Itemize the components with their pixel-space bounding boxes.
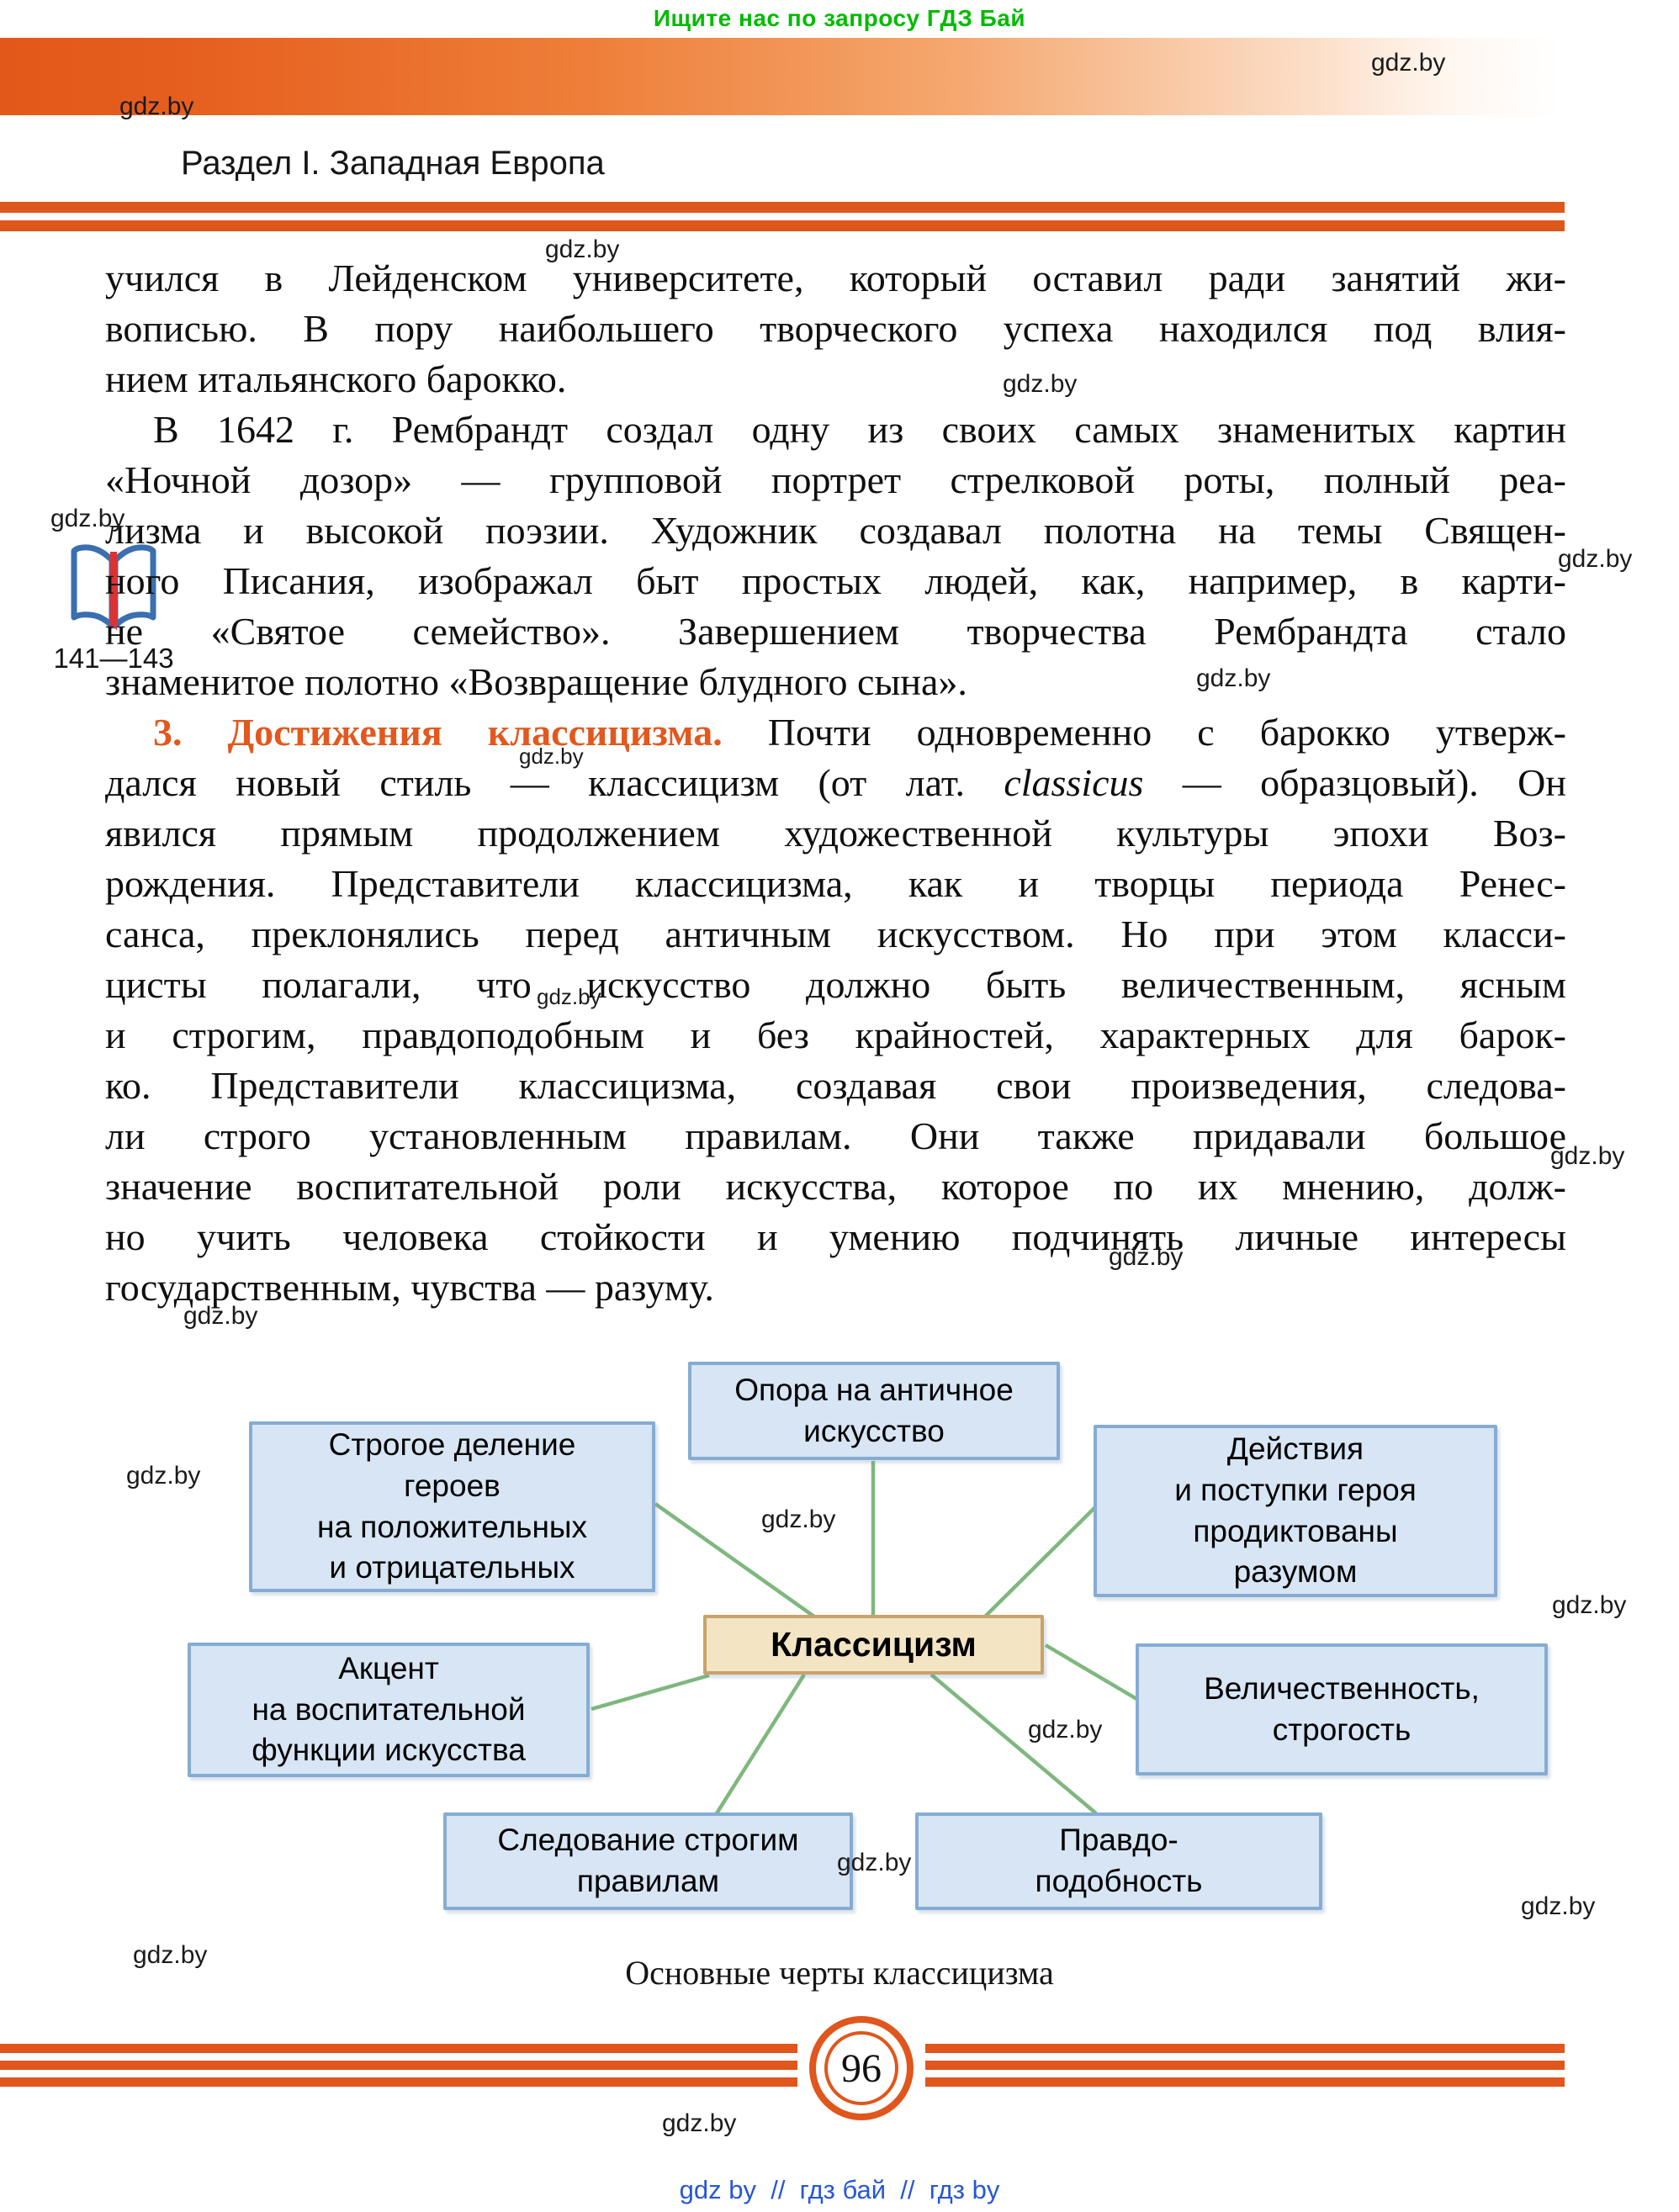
body-line: нием итальянского барокко. [105,357,567,400]
body-line: вописью. В пору наибольшего творческого … [105,307,1566,350]
body-line: учился в Лейденском университете, которы… [105,257,1566,299]
gdz-watermark: gdz.by [126,1462,201,1490]
diagram-box-antique-art-label: Опора на античное искусство [734,1372,1014,1448]
body-line: значение воспитательной роли искусства, … [105,1165,1566,1208]
diagram-box-verisimilitude-label: Правдо- подобность [1035,1823,1203,1898]
gdz-watermark: gdz.by [545,235,620,263]
header-rule-bottom [0,220,1565,231]
body-line: рождения. Представители классицизма, как… [105,862,1566,905]
diagram-box-strict-rules: Следование строгим правилам [443,1812,853,1910]
reading-reference: 141—143 [34,505,193,675]
gdz-watermark: gdz.by [133,1941,208,1969]
diagram-box-educational-function: Акцент на воспитательной функции искусст… [188,1643,590,1777]
diagram-caption: Основные черты классицизма [625,1954,1054,1992]
diagram-box-antique-art: Опора на античное искусство [688,1362,1060,1460]
diagram-box-classicism: Классицизм [703,1615,1044,1675]
diagram-box-hero-division: Строгое деление героев на положительных … [249,1421,655,1592]
body-line: «Ночной дозор» — групповой портрет стрел… [105,458,1566,501]
body-line: В 1642 г. Рембрандт создал одну из своих… [153,408,1566,451]
diagram-box-educational-function-label: Акцент на воспитательной функции искусст… [252,1650,526,1768]
body-line: ного Писания, изображал быт простых люде… [105,559,1566,602]
diagram-box-grandeur: Величественность, строгость [1136,1643,1548,1775]
gdz-watermark: gdz.by [662,2109,737,2137]
gdz-watermark: gdz.by [519,744,584,769]
header-rule-top [0,202,1565,213]
body-text: учился в Лейденском университете, которы… [105,253,1566,1313]
diagram-box-grandeur-label: Величественность, строгость [1204,1670,1480,1747]
section-title: Раздел I. Западная Европа [181,145,605,182]
diagram-box-classicism-label: Классицизм [771,1625,977,1664]
body-line: не «Святое семейство». Завершением творч… [105,610,1566,653]
diagram-box-hero-reason-label: Действия и поступки героя продиктованы р… [1174,1431,1417,1590]
footer-stripe [925,2061,1565,2070]
footer-stripe [0,2044,797,2053]
gdz-watermark: gdz.by [1558,545,1633,573]
body-line: ли строго установленным правилам. Они та… [105,1114,1566,1157]
promo-banner: Ищите нас по запросу ГДЗ Бай [653,5,1026,31]
body-line: ко. Представители классицизма, создавая … [105,1064,1566,1107]
body-line: и строгим, правдоподобным и без крайност… [105,1013,1566,1056]
page-number-ring: 96 [824,2031,898,2105]
footer-links[interactable]: gdz by // гдз бай // гдз by [679,2175,1000,2204]
pages-ref: 141—143 [53,643,174,674]
body-line: но учить человека стойкости и умению под… [105,1215,1566,1258]
diagram-box-strict-rules-label: Следование строгим правилам [497,1823,799,1898]
gdz-watermark: gdz.by [183,1302,258,1330]
bookmark-ribbon [110,552,117,631]
page-number-badge: 96 [809,2016,914,2120]
gdz-watermark: gdz.by [50,505,125,532]
gdz-watermark: gdz.by [1109,1243,1184,1271]
gdz-watermark: gdz.by [537,984,601,1009]
gdz-watermark: gdz.by [1028,1716,1103,1744]
page-number: 96 [841,2045,882,2091]
diagram-box-hero-division-label: Строгое деление героев на положительных … [317,1426,587,1585]
diagram-box-hero-reason: Действия и поступки героя продиктованы р… [1094,1425,1497,1597]
gdz-watermark: gdz.by [1371,49,1446,77]
gdz-watermark: gdz.by [1521,1892,1596,1920]
gdz-watermark: gdz.by [119,93,194,120]
body-line: знаменитое полотно «Возвращение блудного… [105,660,967,703]
body-line: 3. Достижения классицизма. Почти одновре… [153,711,1566,754]
body-line: государственным, чувства — разуму. [105,1266,714,1309]
footer-stripe [0,2077,797,2087]
gdz-watermark: gdz.by [1550,1142,1625,1170]
body-line: дался новый стиль — классицизм (от лат. … [105,761,1566,804]
gdz-watermark: gdz.by [761,1506,836,1533]
diagram-box-verisimilitude: Правдо- подобность [915,1812,1322,1910]
orange-gradient-bar [0,38,1561,115]
body-line: цисты полагали, что искусство должно быт… [105,963,1566,1006]
footer-stripe [0,2061,797,2070]
open-book-icon [71,544,156,631]
body-line: лизма и высокой поэзии. Художник создава… [105,509,1566,552]
gdz-watermark: gdz.by [1003,370,1078,398]
footer-stripe [925,2077,1565,2087]
gdz-watermark: gdz.by [1196,664,1271,692]
gdz-watermark: gdz.by [837,1849,912,1876]
gdz-watermark: gdz.by [1552,1591,1627,1619]
body-line: санса, преклонялись перед античным искус… [105,913,1566,955]
footer-stripe [925,2044,1565,2053]
body-line: явился прямым продолжением художественно… [105,812,1566,855]
